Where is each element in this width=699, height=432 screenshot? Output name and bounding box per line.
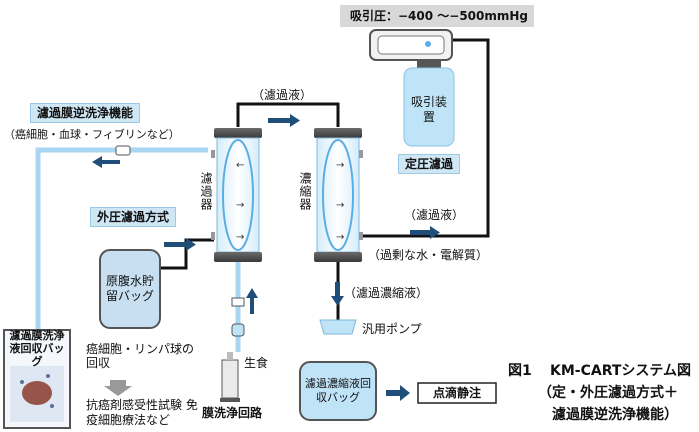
wash-valve-2 bbox=[231, 323, 245, 337]
iv-infusion-label: 点滴静注 bbox=[432, 385, 481, 400]
main-circuit-lines bbox=[160, 38, 490, 320]
iv-box bbox=[417, 382, 497, 404]
wash-valve bbox=[231, 297, 245, 307]
caption-line-1: KM-CARTシステム図 bbox=[550, 363, 691, 379]
header-bar bbox=[340, 5, 534, 27]
suction-device-label: 吸引装置 bbox=[410, 95, 447, 124]
ascites-bag bbox=[99, 249, 161, 329]
arrow-iv bbox=[386, 390, 400, 396]
arrow-backwash bbox=[102, 160, 120, 164]
tests-label: 抗癌剤感受性試験 免疫細胞療法など bbox=[86, 398, 198, 427]
concentrator-column: → → → bbox=[314, 128, 363, 262]
recovery-arrow bbox=[104, 380, 132, 396]
filtrate-top-label: （濾過液） bbox=[252, 88, 313, 102]
backwash-function-tag: 濾過膜逆洗浄機能 bbox=[30, 103, 141, 123]
concentrate-label: （濾過濃縮液） bbox=[344, 286, 429, 300]
concentrate-bag-label: 濾過濃縮液回収バッグ bbox=[305, 377, 371, 404]
backwash-targets-label: （癌細胞・血球・フィブリンなど） bbox=[4, 128, 180, 141]
flow-arrows bbox=[92, 114, 440, 401]
svg-text:→: → bbox=[336, 200, 344, 211]
excess-label: （過剰な水・電解質） bbox=[368, 248, 489, 262]
svg-text:→: → bbox=[336, 232, 344, 243]
suction-pressure-label: 吸引圧：−400 〜−500mmHg bbox=[350, 9, 529, 23]
svg-text:→: → bbox=[236, 232, 244, 243]
figure-number: 図1 bbox=[508, 363, 532, 379]
filtrate-right-label: （濾過液） bbox=[404, 208, 465, 222]
saline-label: 生食 bbox=[244, 356, 269, 370]
ascites-bag-label: 原腹水貯留バッグ bbox=[105, 274, 154, 303]
arrow-top bbox=[268, 118, 290, 123]
svg-text:←: ← bbox=[236, 160, 244, 171]
arrow-external bbox=[164, 242, 186, 247]
wash-bag-label: 濾過膜洗浄液回収バッグ bbox=[9, 328, 65, 368]
constant-pressure-tag: 定圧濾過 bbox=[398, 154, 461, 174]
filter-label: 濾過器 bbox=[199, 172, 213, 211]
external-pressure-tag: 外圧濾過方式 bbox=[90, 207, 177, 227]
syringe-icon bbox=[220, 352, 240, 402]
recovery-label: 癌細胞・リンパ球の回収 bbox=[86, 342, 195, 370]
concentrator-label: 濃縮器 bbox=[298, 172, 312, 211]
svg-text:→: → bbox=[336, 160, 344, 171]
caption-line-2: （定・外圧濾過方式＋ bbox=[538, 385, 678, 401]
suction-device bbox=[369, 29, 455, 147]
filter-column: ← → → bbox=[211, 128, 262, 262]
arrow-filtrate-right bbox=[410, 230, 430, 235]
arrow-concentrate bbox=[335, 282, 340, 296]
concentrate-bag bbox=[299, 361, 377, 421]
svg-text:→: → bbox=[236, 200, 244, 211]
backwash-valve bbox=[115, 145, 131, 156]
pump-icon bbox=[319, 319, 357, 335]
pump-label: 汎用ポンプ bbox=[362, 322, 422, 336]
wash-circuit-label: 膜洗浄回路 bbox=[202, 406, 263, 420]
arrow-wash-up bbox=[250, 298, 254, 314]
wash-bag bbox=[3, 329, 71, 429]
caption-line-3: 濾過膜逆洗浄機能） bbox=[552, 407, 678, 423]
